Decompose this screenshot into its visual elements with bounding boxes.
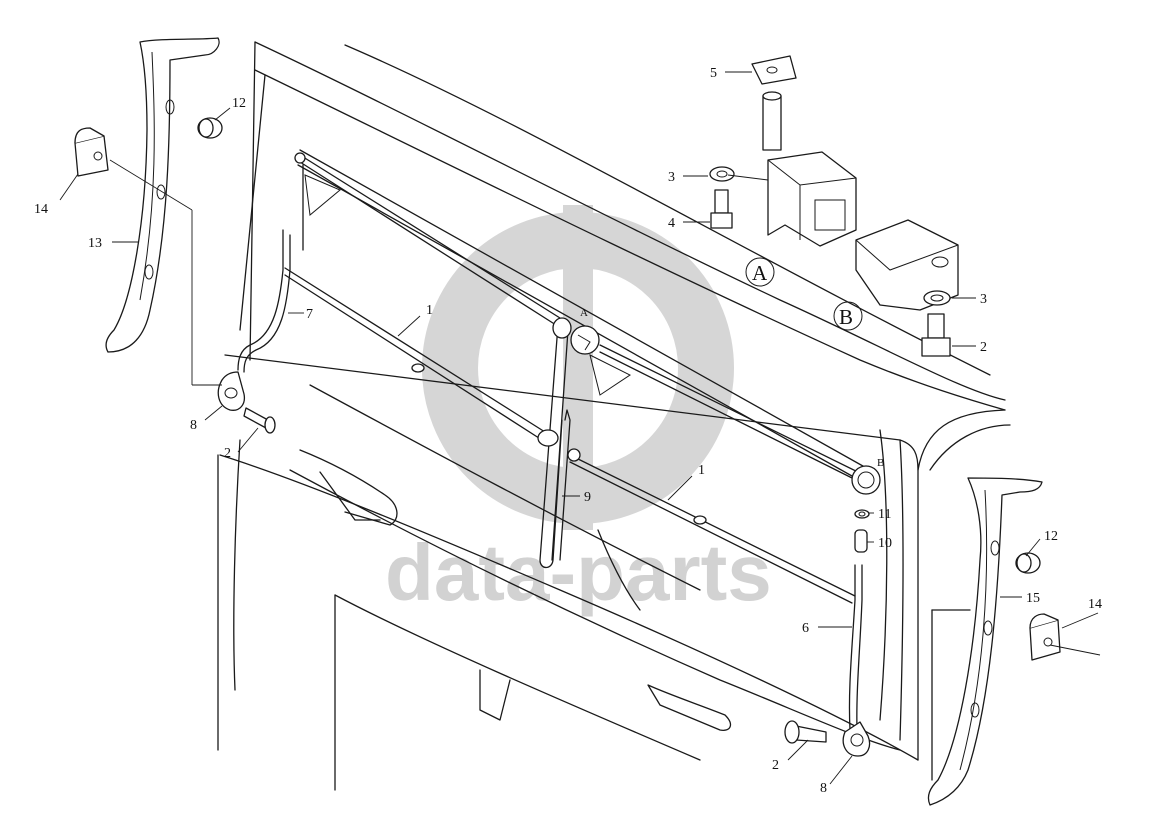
watermark-logo-bar [563,205,593,530]
detail-a-label: A [752,261,768,285]
callout-14-left: 14 [34,202,48,217]
callout-10: 10 [878,536,892,551]
callout-2-left: 2 [224,446,231,461]
callout-1-upper: 1 [426,303,433,318]
marker-a-label: A [580,307,588,319]
callout-4: 4 [668,216,675,231]
marker-b-label: B [877,457,884,469]
spacer-10 [854,529,868,553]
callout-8-right: 8 [820,781,827,796]
rod-6 [848,564,863,731]
screw-2-left [243,407,276,434]
callout-6: 6 [802,621,809,636]
cab-body-outline [217,41,1011,791]
callout-13: 13 [88,236,102,251]
callouts: 1 1 7 9 6 2 8 2 8 11 10 12 15 14 12 13 1… [34,66,1102,796]
callout-8-left: 8 [190,418,197,433]
callout-3-b: 3 [980,292,987,307]
rod-upper [294,152,871,486]
clip-14-left [74,127,109,177]
windscreen-frame [297,149,871,486]
callout-12-right: 12 [1044,529,1058,544]
callout-15: 15 [1026,591,1040,606]
rod-7 [237,229,291,373]
bracket-8-left [217,371,246,411]
callout-2-detail-b: 2 [980,340,987,355]
detail-b: B [833,219,959,357]
watermark: data-parts [385,205,772,617]
connector-center [537,429,581,462]
clip-14-right [1029,613,1061,661]
screw-2-right [784,720,827,744]
detail-a: A [709,55,857,287]
callout-7: 7 [306,307,313,322]
bracket-8-right [842,721,871,757]
washer-11 [854,509,870,519]
leader-lines [59,71,1101,785]
callout-11: 11 [878,507,891,522]
plug-12-right [1015,552,1041,574]
callout-3-a: 3 [668,170,675,185]
connector-a [552,317,600,355]
callout-1-lower: 1 [698,463,705,478]
pillar-trim-15 [927,477,1043,806]
detail-b-label: B [839,305,853,329]
rod-lower [284,267,856,604]
callout-2-right: 2 [772,758,779,773]
connector-b [851,465,881,495]
callout-9: 9 [584,490,591,505]
rod-9 [539,324,571,569]
watermark-text: data-parts [385,528,772,617]
callout-5: 5 [710,66,717,81]
callout-14-right: 14 [1088,597,1102,612]
callout-12-left: 12 [232,96,246,111]
plug-12-left [197,117,223,139]
pillar-trim-13 [105,37,220,353]
